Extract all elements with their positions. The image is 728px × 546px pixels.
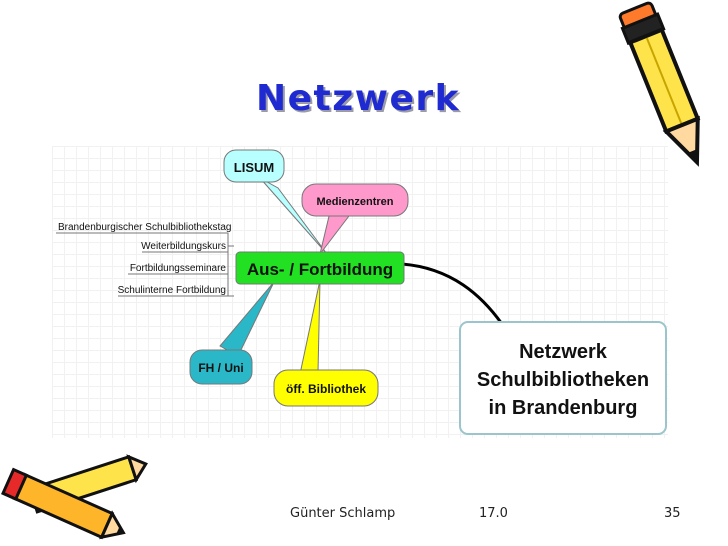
pencil-clipart-icon xyxy=(618,1,701,167)
medienzentren-callout xyxy=(301,183,409,217)
medienzentren-callout-tail xyxy=(319,211,354,255)
fh-uni-callout xyxy=(189,349,253,385)
center-node-label: Aus- / Fortbildung xyxy=(247,260,393,279)
branch-label-weiterbildungskurs: Weiterbildungskurs xyxy=(141,241,226,252)
bibliothek-label: öff. Bibliothek xyxy=(286,382,366,396)
branch-label-schulinterne-fortbildung: Schulinterne Fortbildung xyxy=(118,285,226,296)
lisum-callout xyxy=(223,149,285,183)
branch-label-fortbildungsseminare: Fortbildungsseminare xyxy=(130,263,227,274)
branch-line-1 xyxy=(56,232,229,246)
root-line-2: Schulbibliotheken xyxy=(477,369,649,391)
lisum-label: LISUM xyxy=(234,160,274,175)
center-root-connector xyxy=(401,262,504,325)
center-node xyxy=(235,251,405,285)
bibliothek-callout xyxy=(273,369,379,407)
root-line-1: Netzwerk xyxy=(519,341,608,363)
root-box xyxy=(459,321,667,435)
bibliothek-callout-tail xyxy=(299,279,321,375)
fh-uni-label: FH / Uni xyxy=(198,361,243,375)
branch-group: Brandenburgischer Schulbibliothekstag We… xyxy=(56,222,234,297)
slide-title: Netzwerk xyxy=(256,78,461,119)
medienzentren-label: Medienzentren xyxy=(316,196,393,208)
footer-version: 17.0 xyxy=(479,506,508,521)
mindmap-svg: Brandenburgischer Schulbibliothekstag We… xyxy=(56,149,667,435)
branch-connector xyxy=(227,245,234,297)
pencils-clipart-icon xyxy=(1,454,148,540)
root-line-3: in Brandenburg xyxy=(489,397,638,419)
lisum-callout-tail xyxy=(259,177,328,255)
footer-page-number: 35 xyxy=(664,506,681,521)
footer-author: Günter Schlamp xyxy=(290,506,396,521)
mindmap-diagram: Brandenburgischer Schulbibliothekstag We… xyxy=(52,146,668,438)
branch-label-schulbibliothekstag: Brandenburgischer Schulbibliothekstag xyxy=(58,222,231,233)
